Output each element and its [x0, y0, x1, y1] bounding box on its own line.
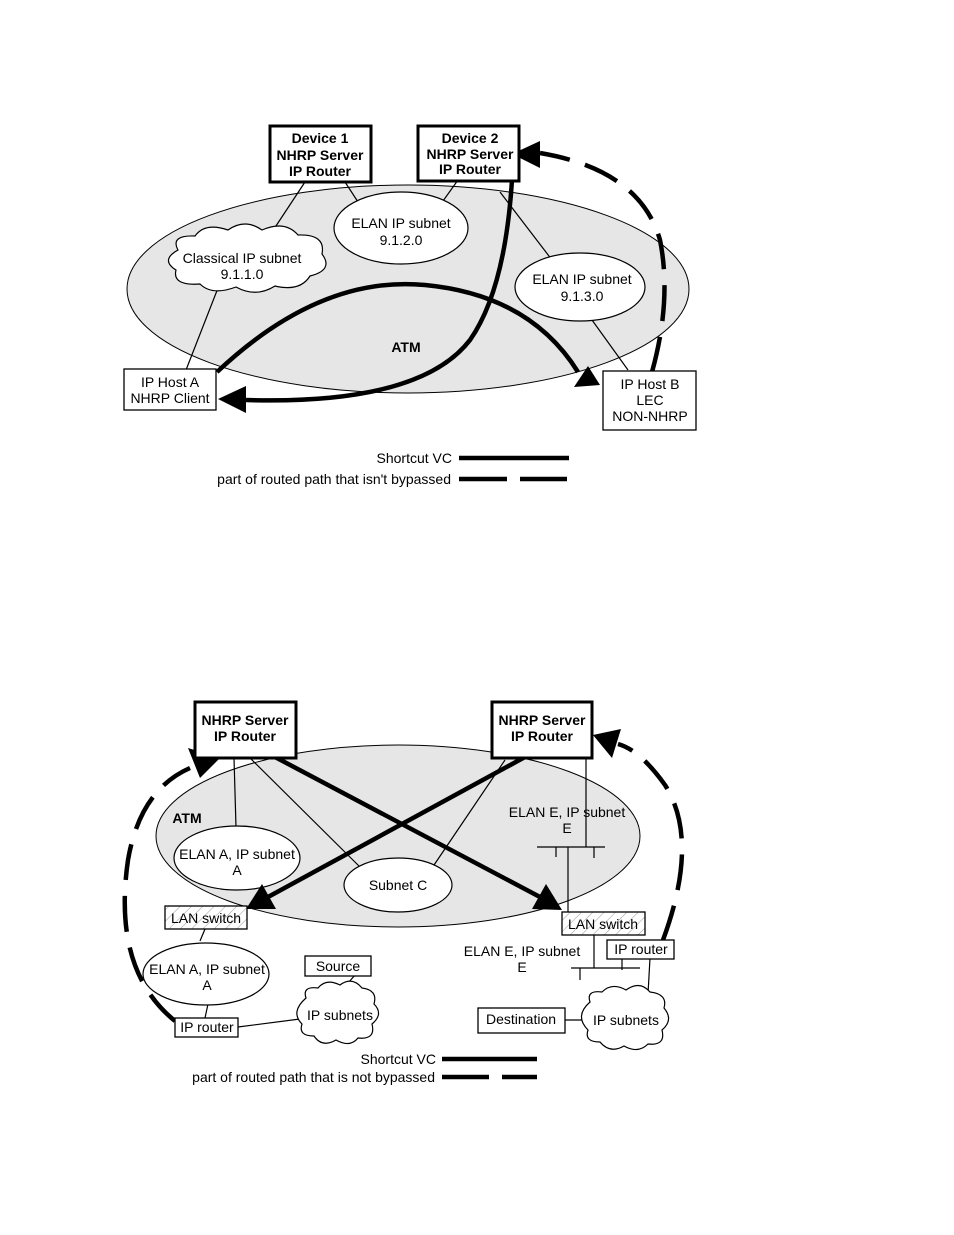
- source-box: [304, 955, 372, 977]
- connectors-2: [199, 757, 651, 1028]
- routed-path-b-to-server: [539, 150, 667, 373]
- atm-label-1: ATM: [391, 339, 420, 355]
- legend-2-routed-label: part of routed path that is not bypassed: [192, 1069, 435, 1085]
- shortcut-vc-to-right-switch: [273, 755, 542, 899]
- elan-a-atm-line2: A: [232, 862, 242, 878]
- device-2-line3: IP Router: [439, 161, 502, 177]
- arrowhead-right-route: [593, 729, 621, 758]
- device-1-line2: NHRP Server: [277, 147, 364, 163]
- ip-router-right-box: [606, 939, 675, 960]
- source-label: Source: [316, 958, 361, 974]
- classical-subnet-line2: 9.1.1.0: [221, 266, 264, 282]
- atm-label-2: ATM: [172, 810, 201, 826]
- classical-subnet-cloud: [167, 223, 327, 293]
- lan-switch-right-box: [561, 911, 646, 936]
- subnet-c-label: Subnet C: [369, 877, 427, 893]
- ip-router-right-label: IP router: [614, 941, 668, 957]
- host-b-line1: IP Host B: [621, 376, 680, 392]
- elan-912-ellipse: [333, 191, 469, 265]
- elan-a-atm-ellipse: [173, 825, 301, 891]
- elan-a-atm-line1: ELAN A, IP subnet: [179, 846, 295, 862]
- elan-a-lan-ellipse: [142, 942, 270, 1006]
- host-a-box: [123, 368, 217, 411]
- device-2-line1: Device 2: [442, 130, 499, 146]
- elan-a-lan-line1: ELAN A, IP subnet: [149, 961, 265, 977]
- device-1-line1: Device 1: [292, 130, 349, 146]
- elan-e-lan-line2: E: [517, 959, 526, 975]
- lan-switch-right-label: LAN switch: [568, 916, 638, 932]
- ip-subnets-right-label: IP subnets: [593, 1012, 659, 1028]
- server-left-line1: NHRP Server: [202, 712, 289, 728]
- elan-913-line2: 9.1.3.0: [561, 288, 604, 304]
- classical-subnet-line1: Classical IP subnet: [183, 250, 302, 266]
- ip-subnets-left-label: IP subnets: [307, 1007, 373, 1023]
- host-b-box: [602, 370, 697, 431]
- ip-router-left-label: IP router: [180, 1019, 234, 1035]
- destination-box: [477, 1007, 566, 1034]
- server-right-box: [490, 700, 594, 760]
- server-left-line2: IP Router: [214, 728, 277, 744]
- elan-912-line1: ELAN IP subnet: [351, 215, 450, 231]
- routed-path-left: [122, 765, 191, 1023]
- host-b-line3: NON-NHRP: [612, 408, 687, 424]
- elan-913-ellipse: [514, 252, 646, 322]
- elan-913-line1: ELAN IP subnet: [532, 271, 631, 287]
- legend-1-shortcut-label: Shortcut VC: [377, 450, 452, 466]
- elan-e-atm-line1: ELAN E, IP subnet: [509, 804, 626, 820]
- legend-2-shortcut-label: Shortcut VC: [361, 1051, 436, 1067]
- lan-switch-left-box: [164, 905, 248, 930]
- diagram-1: ELAN IP subnet 9.1.2.0 Classical IP subn…: [123, 124, 697, 487]
- host-a-line2: NHRP Client: [130, 390, 209, 406]
- diagram-2: ELAN A, IP subnet A Subnet C ELAN E, IP …: [122, 700, 685, 1085]
- server-right-line1: NHRP Server: [499, 712, 586, 728]
- arrowhead-to-left-switch: [246, 884, 276, 909]
- device-2-line2: NHRP Server: [427, 146, 514, 162]
- host-a-line1: IP Host A: [141, 374, 200, 390]
- destination-label: Destination: [486, 1011, 556, 1027]
- elan-e-atm-line2: E: [562, 820, 571, 836]
- ip-subnets-left-cloud: [296, 980, 380, 1045]
- elan-e-lan-line1: ELAN E, IP subnet: [464, 943, 581, 959]
- arrowhead-to-right-switch: [532, 884, 562, 910]
- legend-1-routed-label: part of routed path that isn't bypassed: [217, 471, 451, 487]
- arrowhead-to-host-b: [574, 366, 600, 387]
- shortcut-vc-server-to-a: [245, 179, 515, 403]
- elan-a-lan-line2: A: [202, 977, 212, 993]
- ip-router-left-box: [174, 1017, 239, 1038]
- arrowhead-to-host-a: [218, 386, 246, 413]
- elan-912-line2: 9.1.2.0: [380, 232, 423, 248]
- shortcut-vc-to-left-switch: [266, 755, 527, 899]
- device-1-line3: IP Router: [289, 163, 352, 179]
- ip-subnets-right-cloud: [580, 984, 670, 1051]
- server-right-line2: IP Router: [511, 728, 574, 744]
- shortcut-vc-a-to-b: [215, 281, 580, 374]
- device-2-box: [416, 124, 521, 183]
- subnet-c-ellipse: [343, 857, 453, 913]
- server-left-box: [193, 700, 298, 760]
- lan-switch-left-label: LAN switch: [171, 910, 241, 926]
- host-b-line2: LEC: [636, 392, 663, 408]
- arrowhead-to-device-2: [512, 141, 540, 168]
- device-1-box: [268, 124, 373, 184]
